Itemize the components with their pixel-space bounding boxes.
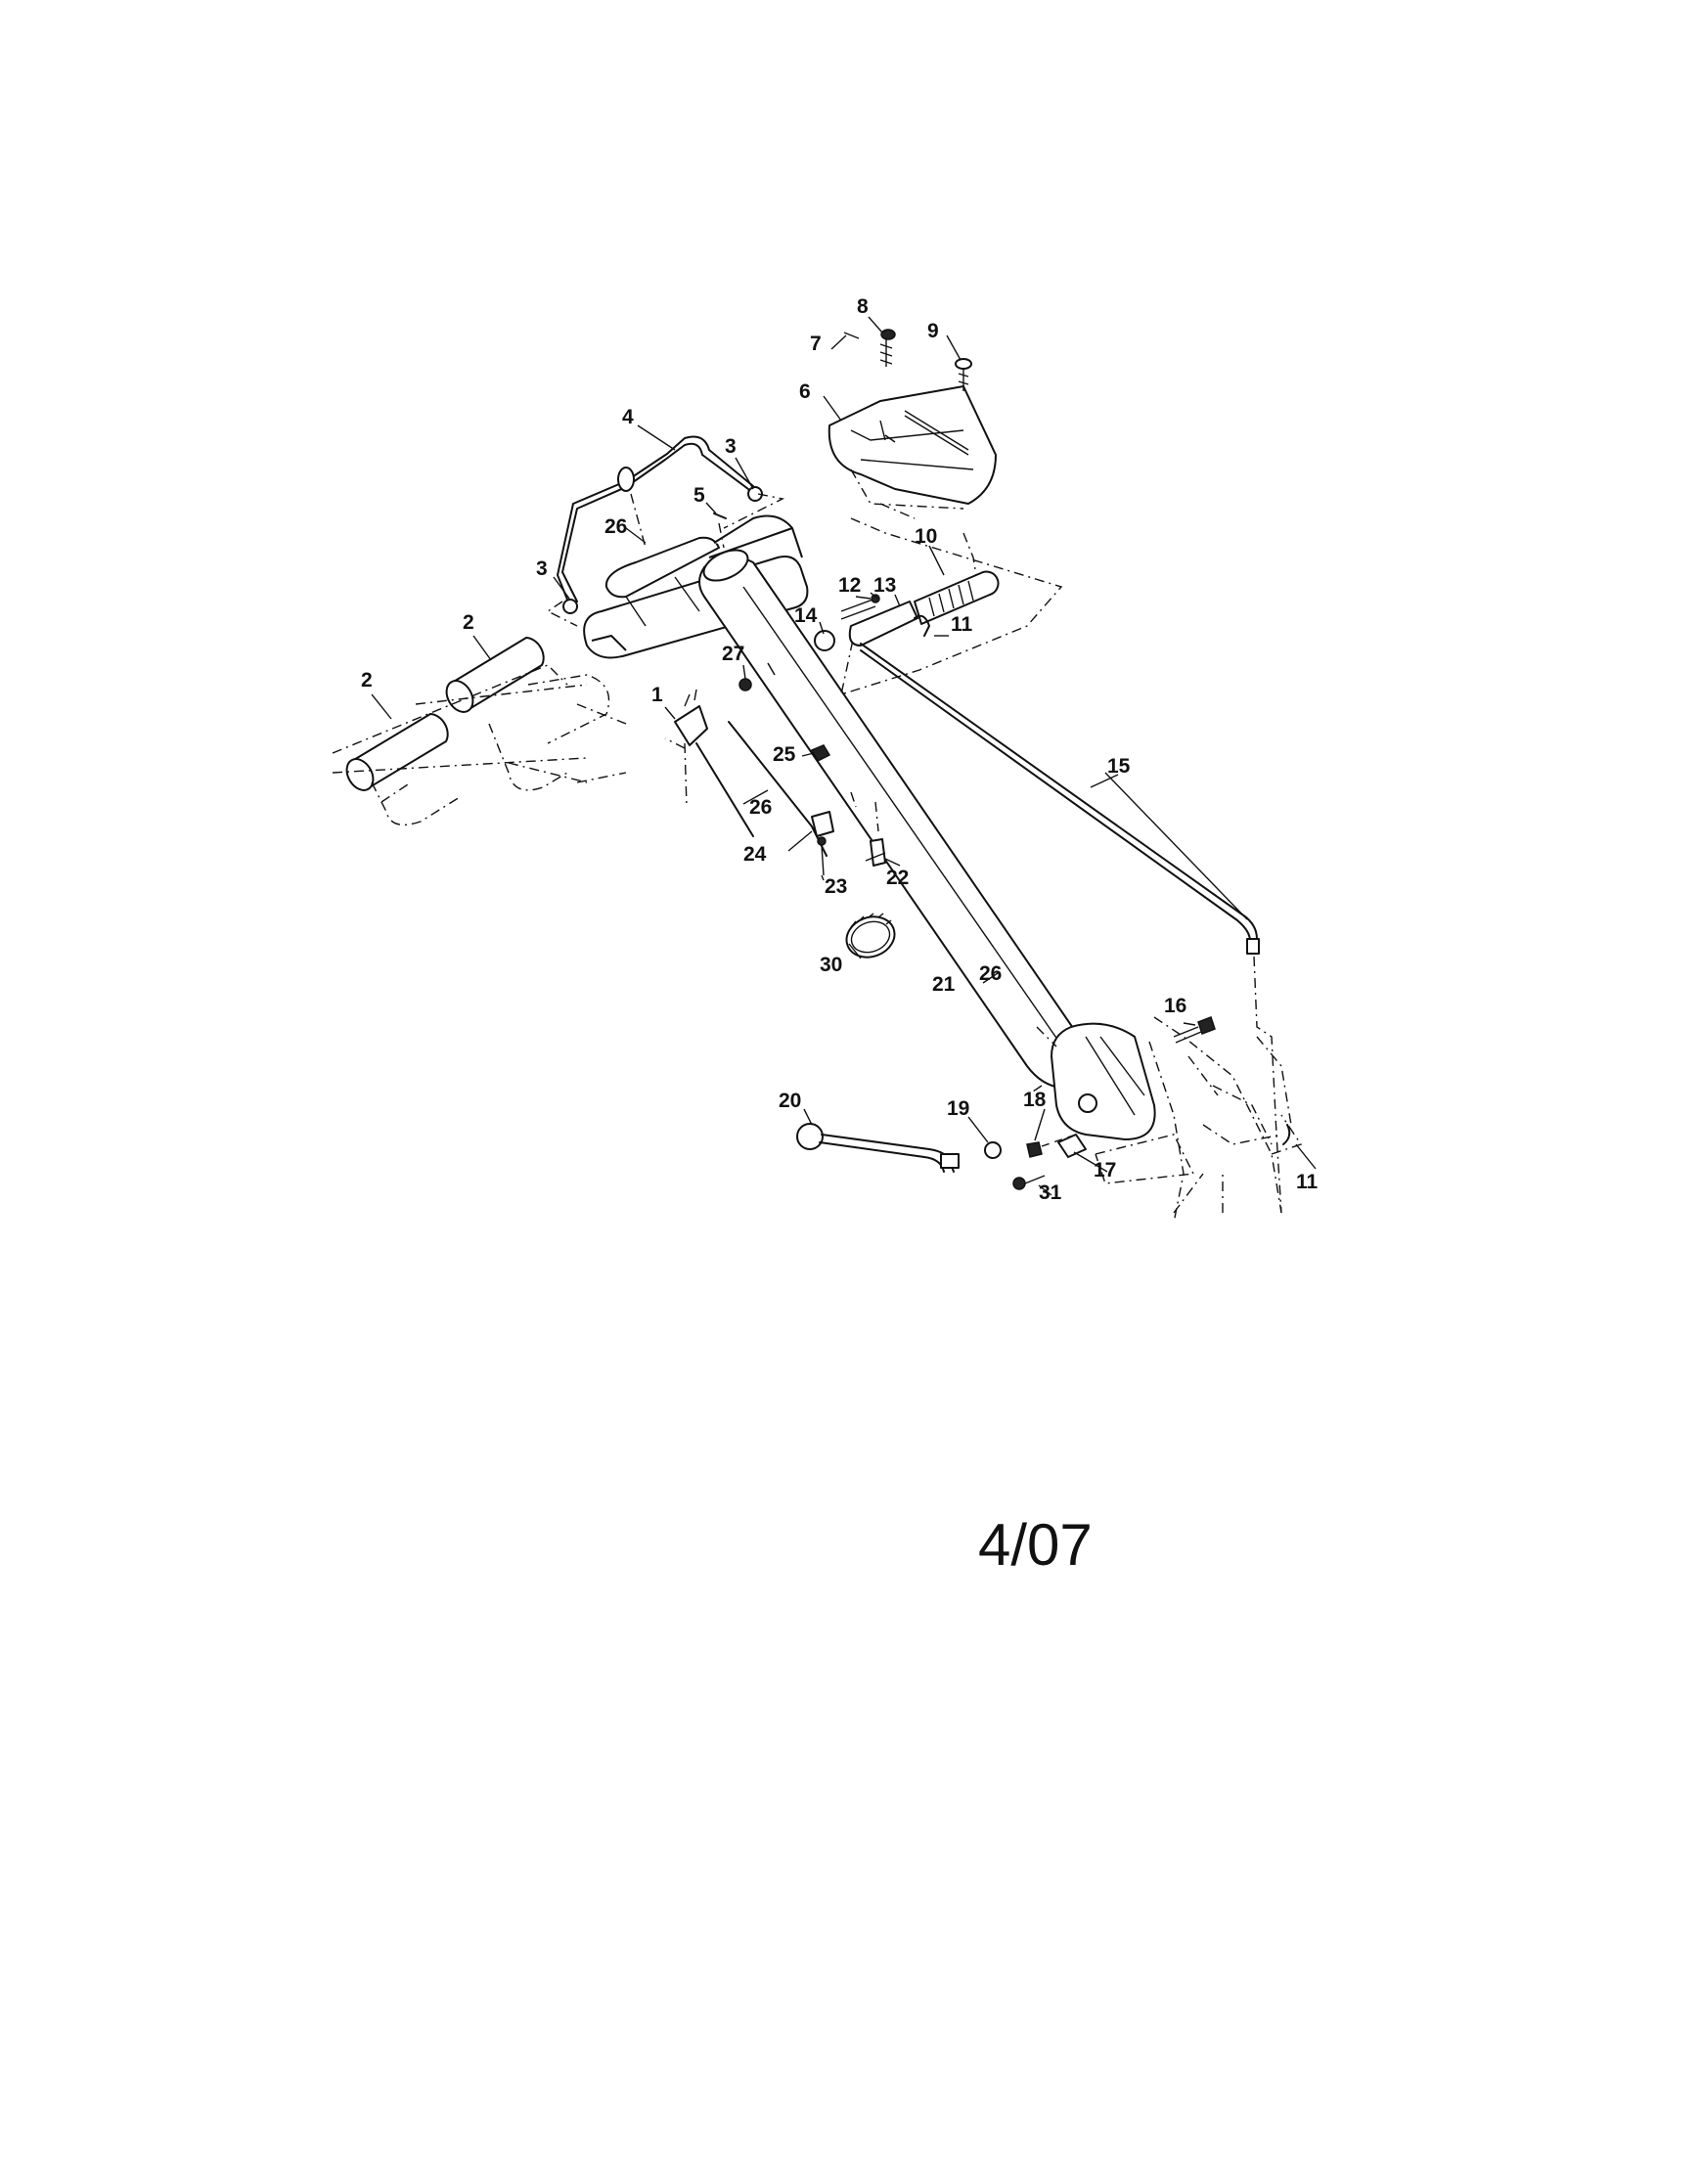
control-lever-guide xyxy=(840,517,1063,696)
shift-lever xyxy=(796,1123,960,1173)
callout-22: 22 xyxy=(886,867,909,889)
callout-11-lower: 11 xyxy=(1296,1171,1319,1193)
clip-pin-lower xyxy=(1282,1124,1291,1145)
leader-lines xyxy=(371,316,1317,1196)
callout-19: 19 xyxy=(947,1097,969,1120)
callout-7: 7 xyxy=(810,333,822,355)
callout-13: 13 xyxy=(873,574,896,597)
hand-grip-left xyxy=(345,713,449,791)
callout-17: 17 xyxy=(1094,1159,1116,1181)
tube-bottom-bracket xyxy=(1051,1022,1156,1140)
nut-25 xyxy=(810,744,831,762)
screw-9 xyxy=(955,358,972,391)
bolt-12 xyxy=(840,594,880,620)
pin xyxy=(713,513,727,519)
callout-5: 5 xyxy=(693,484,705,507)
washer-19 xyxy=(984,1141,1002,1159)
lever-arm xyxy=(848,601,918,646)
nut-18 xyxy=(1026,1141,1043,1158)
callout-16: 16 xyxy=(1164,995,1186,1017)
callout-26-lower: 26 xyxy=(749,796,772,819)
callout-1: 1 xyxy=(651,684,663,706)
callout-26-wire: 26 xyxy=(979,962,1002,985)
callout-12: 12 xyxy=(838,574,861,597)
spacer-17 xyxy=(1057,1134,1087,1158)
washer-left xyxy=(562,599,578,614)
hose-clamp xyxy=(845,913,896,958)
screw-23 xyxy=(817,836,827,876)
cover-shield xyxy=(828,385,997,519)
callout-6: 6 xyxy=(799,380,811,403)
callout-15: 15 xyxy=(1107,755,1131,778)
handle-tube xyxy=(698,549,1095,1089)
callout-26-upper: 26 xyxy=(604,515,627,538)
callout-9: 9 xyxy=(927,320,939,342)
mount-guides xyxy=(546,493,785,627)
callout-11-upper: 11 xyxy=(951,613,973,636)
clip-pin-upper xyxy=(914,614,930,637)
clip-22 xyxy=(870,838,886,867)
washer-right xyxy=(747,486,763,502)
callout-25: 25 xyxy=(773,743,796,766)
throttle-lever xyxy=(664,689,754,837)
bolt-31 xyxy=(1012,1175,1046,1190)
callout-3-right: 3 xyxy=(725,435,737,458)
callout-21: 21 xyxy=(932,973,956,996)
bolt-16 xyxy=(1173,1016,1216,1044)
bail-bar xyxy=(557,435,754,605)
callout-10: 10 xyxy=(915,525,937,548)
lever-bushing xyxy=(814,630,835,651)
callout-8: 8 xyxy=(857,295,869,318)
callouts: 2 2 3 3 4 5 6 7 8 9 10 11 11 12 13 14 15… xyxy=(361,295,1319,1204)
callout-14: 14 xyxy=(794,604,818,627)
callout-2-left: 2 xyxy=(361,669,373,691)
screw-8 xyxy=(879,329,896,367)
callout-27: 27 xyxy=(722,643,744,665)
callout-31: 31 xyxy=(1039,1181,1062,1204)
date-code: 4/07 xyxy=(978,1512,1093,1578)
screw-7 xyxy=(843,332,860,339)
callout-4: 4 xyxy=(622,406,634,428)
tiller-frame-ghost xyxy=(1026,1016,1303,1224)
locknut-27 xyxy=(738,678,752,691)
callout-23: 23 xyxy=(825,875,847,898)
callout-18: 18 xyxy=(1023,1089,1047,1111)
callout-30: 30 xyxy=(820,954,842,976)
callout-24: 24 xyxy=(743,843,767,866)
callout-20: 20 xyxy=(779,1090,801,1112)
lever-grip xyxy=(914,570,1000,625)
callout-3-left: 3 xyxy=(536,557,548,580)
handlebar-ghost-outline xyxy=(332,664,627,825)
bracket-24 xyxy=(811,811,834,837)
hand-grip-right xyxy=(445,637,545,713)
callout-2-right: 2 xyxy=(463,611,474,634)
